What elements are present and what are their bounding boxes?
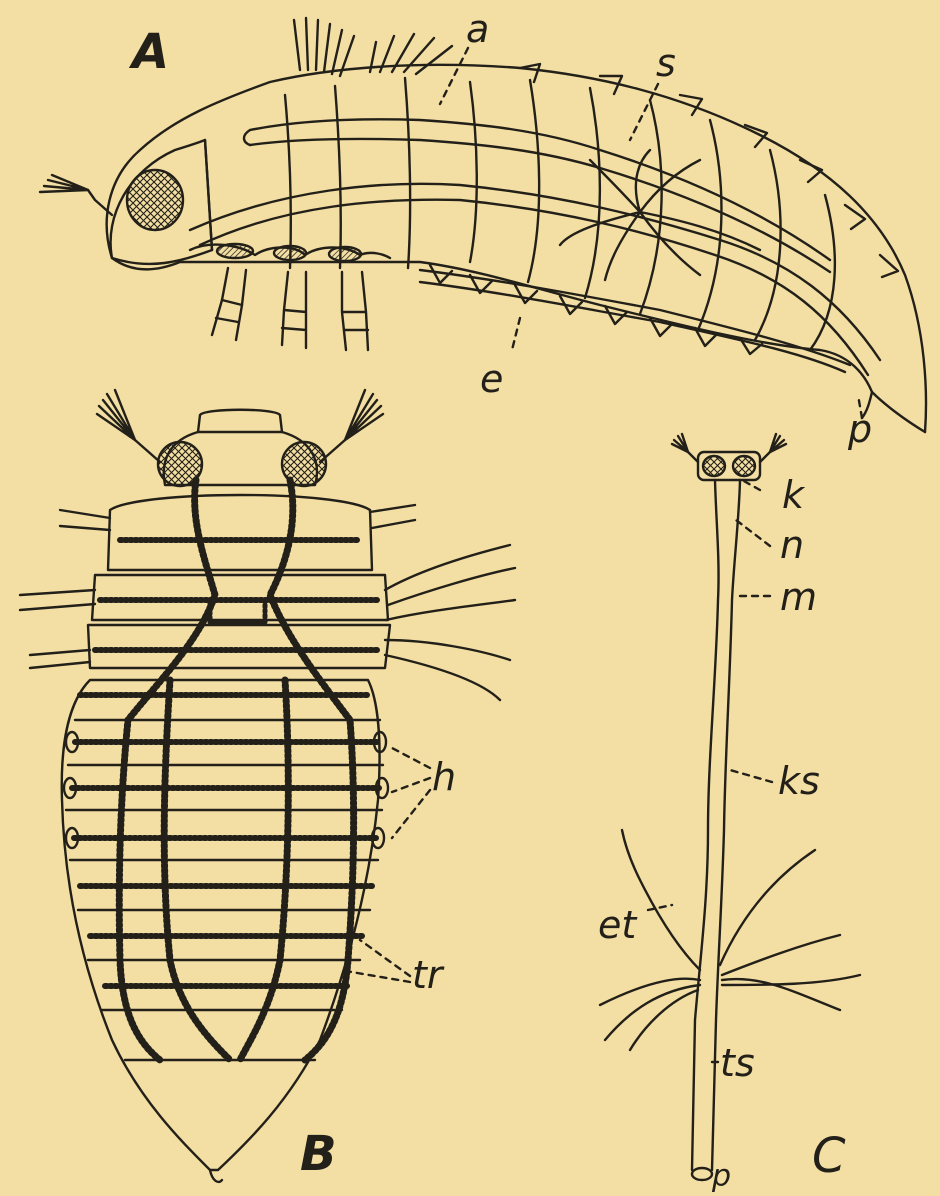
- label-et: et: [598, 906, 636, 944]
- label-a: a: [466, 10, 489, 48]
- label-m: m: [780, 578, 817, 616]
- label-p-figure-c: p: [712, 1162, 731, 1192]
- tracheal-trunks: [72, 480, 380, 1060]
- label-k: k: [782, 476, 804, 514]
- label-ks: ks: [778, 762, 820, 800]
- panel-label-b: B: [300, 1130, 337, 1178]
- panel-label-c: C: [812, 1132, 846, 1180]
- label-s: s: [656, 44, 676, 82]
- panel-label-a: A: [132, 28, 169, 76]
- label-h: h: [432, 758, 456, 796]
- label-p-figure-a: p: [848, 410, 872, 448]
- label-tr: tr: [412, 956, 443, 994]
- label-ts: ts: [720, 1044, 755, 1082]
- label-n: n: [780, 526, 804, 564]
- label-e: e: [480, 360, 503, 398]
